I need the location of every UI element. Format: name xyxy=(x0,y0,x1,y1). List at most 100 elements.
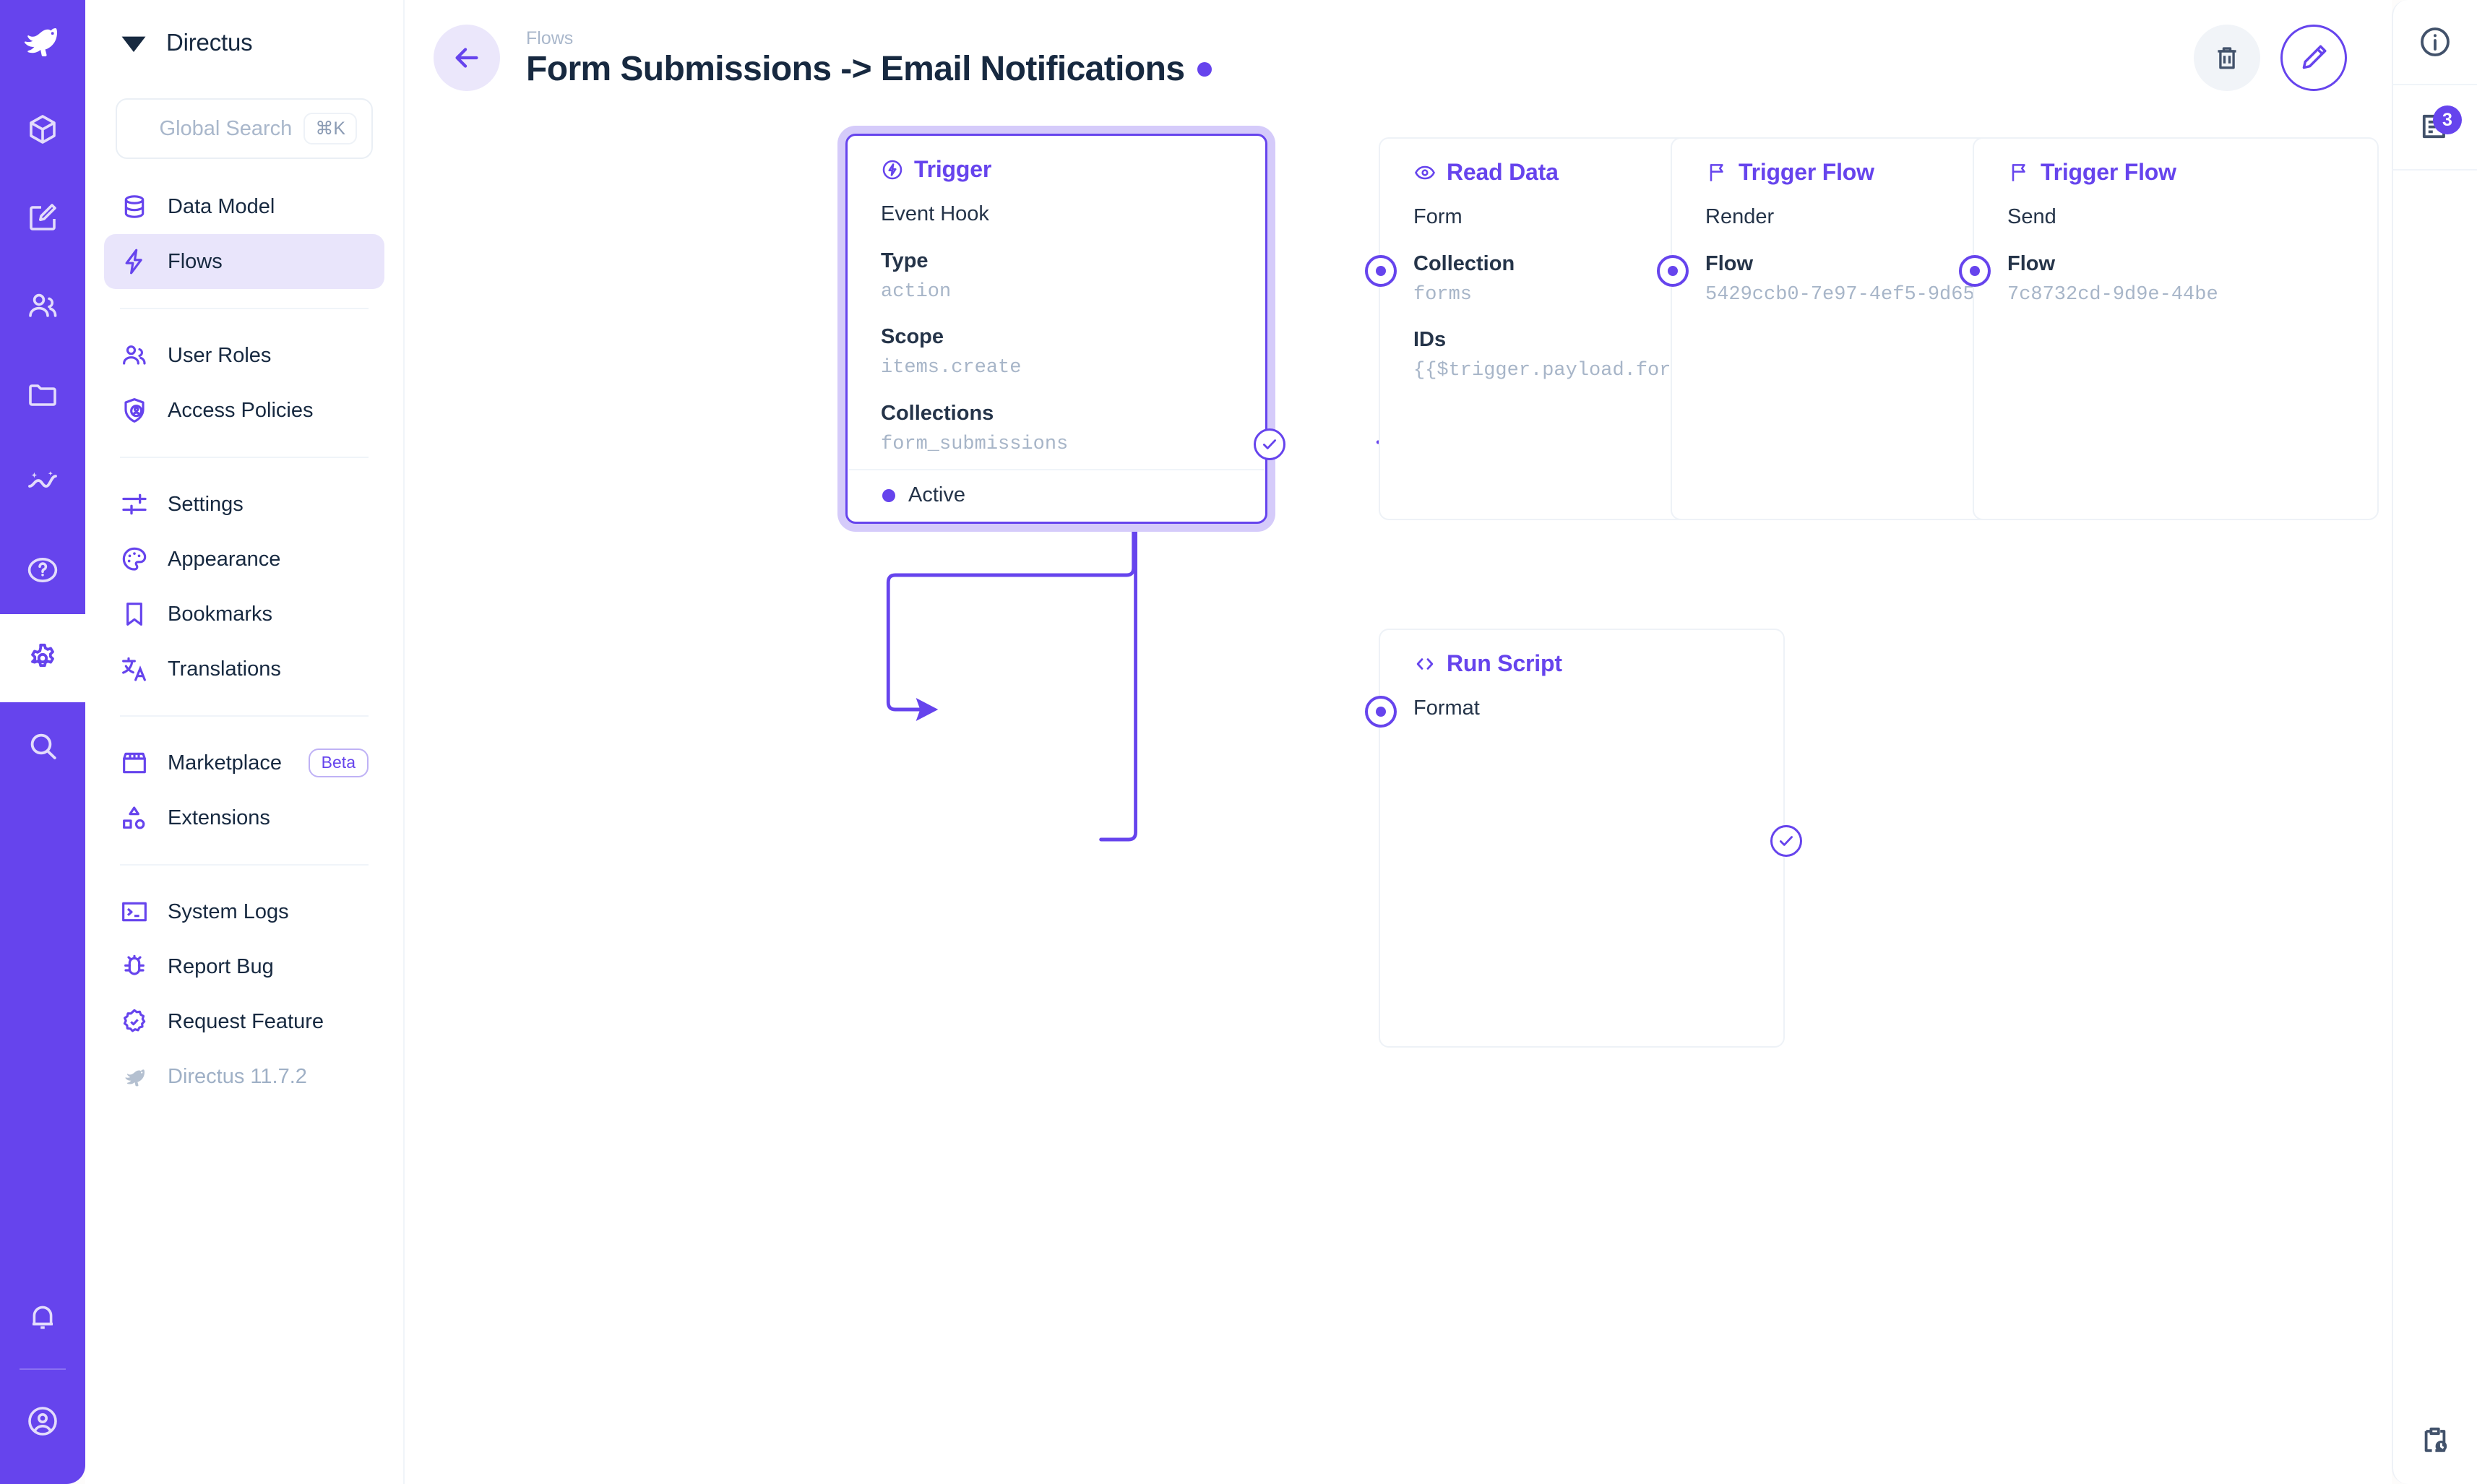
sidebar-item-bookmarks[interactable]: Bookmarks xyxy=(104,587,384,642)
sidebar-group-access: User Roles Access Policies xyxy=(104,328,384,438)
sidebar-item-data-model[interactable]: Data Model xyxy=(104,179,384,234)
sidebar-header: Directus xyxy=(85,0,403,85)
module-rail-items xyxy=(0,85,85,790)
back-button[interactable] xyxy=(434,25,500,91)
sidebar-item-user-roles[interactable]: User Roles xyxy=(104,328,384,383)
node-name-label: Render xyxy=(1705,205,1775,228)
code-icon xyxy=(1416,657,1434,670)
sidebar-item-label: Appearance xyxy=(168,547,281,571)
node-title: Trigger Flow xyxy=(1974,139,2377,186)
node-field-key: Collection xyxy=(1413,251,1515,275)
directus-logo[interactable] xyxy=(0,0,85,85)
sidebar-item-label: User Roles xyxy=(168,343,272,367)
sidebar-item-access-policies[interactable]: Access Policies xyxy=(104,383,384,438)
node-input-handle[interactable] xyxy=(1656,254,1689,288)
node-title: Read Data xyxy=(1380,139,1783,186)
node-status-label: Active xyxy=(908,483,965,506)
node-name-label: Send xyxy=(2007,205,2056,228)
header-actions xyxy=(2194,25,2392,91)
sidebar-divider xyxy=(120,864,369,866)
node-title-text: Trigger xyxy=(914,156,992,182)
title-row: Form Submissions -> Email Notifications xyxy=(526,50,1212,89)
input-dot-icon xyxy=(1657,255,1689,287)
node-title-text: Read Data xyxy=(1447,159,1559,185)
sidebar-divider xyxy=(120,457,369,458)
sidebar-item-label: Report Bug xyxy=(168,954,274,978)
flow-node-run-script[interactable]: Run Script Format xyxy=(1365,629,1802,1048)
node-body: Render Flow 5429ccb0-7e97-4ef5-9d65-2b… xyxy=(1672,186,2075,309)
rail-item-editor[interactable] xyxy=(0,173,85,262)
info-sidebar-button[interactable] xyxy=(2392,0,2477,85)
node-title: Trigger xyxy=(848,136,1265,183)
rail-item-settings[interactable] xyxy=(0,614,85,702)
flow-node-trigger[interactable]: Trigger Event Hook Type action Scope ite… xyxy=(845,134,1285,524)
sidebar-divider xyxy=(120,715,369,717)
user-account-button[interactable] xyxy=(0,1377,85,1465)
sidebar-group-data: Data Model Flows xyxy=(104,179,384,289)
global-search-input[interactable]: Global Search ⌘K xyxy=(116,98,373,159)
sidebar-group-extend: Marketplace Beta Extensions xyxy=(104,735,384,845)
sidebar-item-label: Bookmarks xyxy=(168,602,273,626)
terminal-icon xyxy=(120,897,149,926)
breadcrumb[interactable]: Flows xyxy=(526,27,574,48)
sidebar-item-request-feature[interactable]: Request Feature xyxy=(104,994,384,1049)
node-input-handle[interactable] xyxy=(1364,254,1397,288)
rail-item-content[interactable] xyxy=(0,85,85,173)
rail-bottom-group xyxy=(0,1273,85,1484)
delete-flow-button[interactable] xyxy=(2194,25,2260,91)
global-search-placeholder: Global Search xyxy=(159,116,293,140)
node-input-handle[interactable] xyxy=(1364,695,1397,728)
notifications-button[interactable] xyxy=(0,1273,85,1361)
sidebar-item-label: Access Policies xyxy=(168,398,314,422)
node-field-value: 7c8732cd-9d9e-44be xyxy=(2007,283,2218,306)
sidebar-nav: Data Model Flows User Roles Access Polic… xyxy=(85,159,403,1104)
rail-divider xyxy=(20,1368,66,1370)
flag-icon xyxy=(2012,163,2025,181)
rail-item-user-directory[interactable] xyxy=(0,262,85,350)
rail-item-help[interactable] xyxy=(0,526,85,614)
input-dot-icon xyxy=(1959,255,1991,287)
flow-logs-button[interactable] xyxy=(2392,1399,2477,1484)
rail-item-insights[interactable] xyxy=(0,438,85,526)
flow-node-trigger-flow-send[interactable]: Trigger Flow Send Flow 7c8732cd-9d9e-44b… xyxy=(1959,137,2379,520)
sidebar-item-label: Settings xyxy=(168,492,244,516)
node-field-key: Scope xyxy=(881,325,944,349)
node-input-handle[interactable] xyxy=(1958,254,1991,288)
node-body: Format xyxy=(1380,677,1783,725)
sidebar-item-label: Data Model xyxy=(168,194,275,218)
sidebar-item-translations[interactable]: Translations xyxy=(104,642,384,696)
revisions-sidebar-button[interactable]: 3 xyxy=(2392,85,2477,171)
sidebar-item-marketplace[interactable]: Marketplace Beta xyxy=(104,735,384,790)
node-body: Send Flow 7c8732cd-9d9e-44be xyxy=(1974,186,2377,309)
node-status-row: Active xyxy=(849,469,1264,520)
translate-icon xyxy=(120,655,149,683)
sidebar-item-label: Marketplace xyxy=(168,751,282,775)
edit-flow-button[interactable] xyxy=(2280,25,2347,91)
eye-icon xyxy=(1415,165,1435,179)
rail-item-file-library[interactable] xyxy=(0,350,85,438)
node-field-key: Type xyxy=(881,249,929,272)
arrow-left-icon xyxy=(455,48,478,68)
sidebar-item-label: Request Feature xyxy=(168,1009,324,1033)
sidebar-item-flows[interactable]: Flows xyxy=(104,234,384,289)
sidebar-item-label: System Logs xyxy=(168,900,289,923)
sidebar-item-settings[interactable]: Settings xyxy=(104,477,384,532)
sidebar-item-extensions[interactable]: Extensions xyxy=(104,790,384,845)
sidebar-item-report-bug[interactable]: Report Bug xyxy=(104,939,384,994)
flow-canvas[interactable]: Trigger Event Hook Type action Scope ite… xyxy=(405,116,2392,1484)
verified-icon xyxy=(120,1007,149,1036)
node-field-key: IDs xyxy=(1413,328,1447,352)
flow-editor-main: Flows Form Submissions -> Email Notifica… xyxy=(405,0,2392,1484)
rail-item-search[interactable] xyxy=(0,702,85,790)
node-title: Trigger Flow xyxy=(1672,139,2075,186)
info-circle-icon xyxy=(2421,27,2450,56)
sidebar-item-label: Directus 11.7.2 xyxy=(168,1064,307,1088)
sidebar-item-system-logs[interactable]: System Logs xyxy=(104,884,384,939)
node-output-handle[interactable] xyxy=(1254,428,1285,460)
node-output-handle[interactable] xyxy=(1770,825,1802,857)
palette-icon xyxy=(120,545,149,574)
people-icon xyxy=(120,341,149,370)
sidebar-item-appearance[interactable]: Appearance xyxy=(104,532,384,587)
node-name-label: Format xyxy=(1413,696,1480,720)
